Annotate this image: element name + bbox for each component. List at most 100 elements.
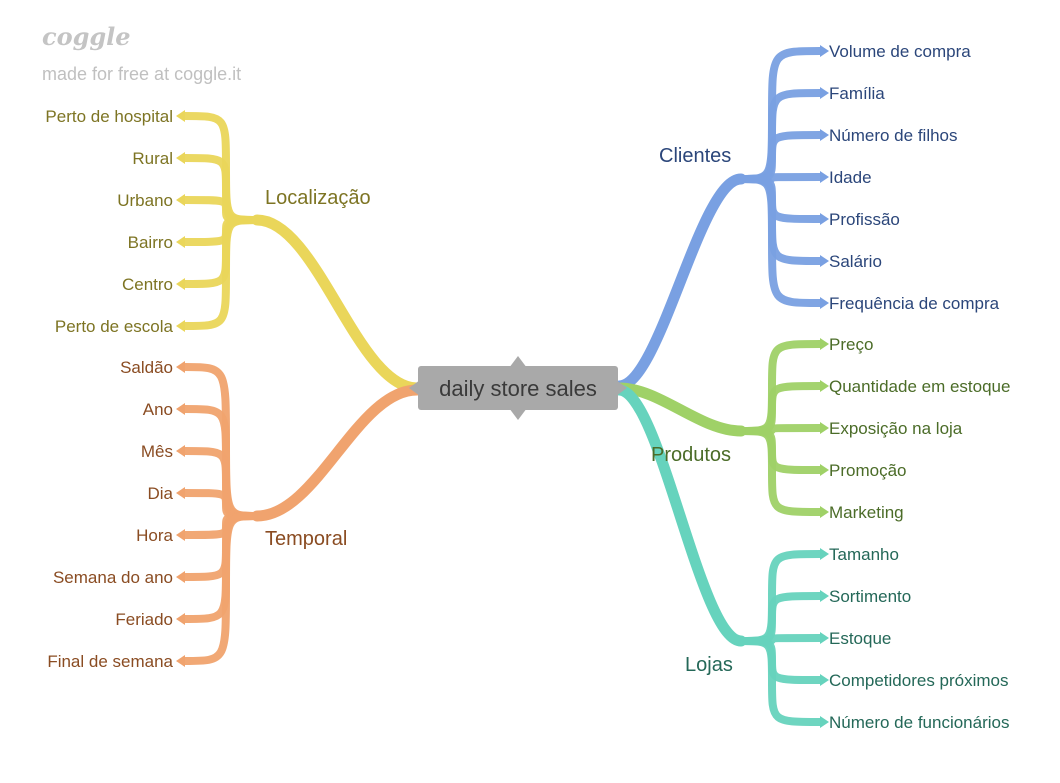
child-label-produtos[interactable]: Marketing — [829, 503, 904, 522]
child-label-temporal[interactable]: Saldão — [120, 358, 173, 377]
child-label-clientes[interactable]: Salário — [829, 252, 882, 271]
child-tip-produtos — [820, 464, 829, 476]
branch-joint-clientes — [736, 174, 746, 184]
child-label-produtos[interactable]: Preço — [829, 335, 873, 354]
child-label-produtos[interactable]: Promoção — [829, 461, 906, 480]
center-node-box[interactable] — [418, 366, 618, 410]
branch-link-lojas — [613, 384, 747, 647]
child-label-produtos[interactable]: Exposição na loja — [829, 419, 963, 438]
child-tip-localizacao — [176, 194, 185, 206]
mindmap-nodes: daily store sales Localização Perto de hos… — [45, 42, 1010, 732]
child-tip-temporal — [176, 571, 185, 583]
child-label-lojas[interactable]: Tamanho — [829, 545, 899, 564]
child-link-clientes — [737, 175, 824, 223]
child-tip-localizacao — [176, 152, 185, 164]
branch-label-temporal[interactable]: Temporal — [265, 528, 347, 550]
child-tip-localizacao — [176, 236, 185, 248]
child-link-localizacao — [181, 154, 261, 224]
child-label-clientes[interactable]: Profissão — [829, 210, 900, 229]
child-link-clientes — [737, 47, 824, 183]
child-label-produtos[interactable]: Quantidade em estoque — [829, 377, 1010, 396]
branch-joint-temporal — [252, 511, 262, 521]
child-label-temporal[interactable]: Feriado — [115, 610, 173, 629]
child-link-localizacao — [181, 216, 261, 330]
child-tip-temporal — [176, 487, 185, 499]
child-tip-temporal — [176, 403, 185, 415]
branch-joint-localizacao — [252, 215, 262, 225]
child-label-localizacao[interactable]: Perto de escola — [55, 317, 174, 336]
child-link-lojas — [737, 637, 824, 684]
child-link-produtos — [737, 427, 824, 516]
branch-joint-lojas — [736, 636, 746, 646]
child-tip-clientes — [820, 171, 829, 183]
center-node[interactable]: daily store sales — [409, 356, 627, 420]
child-tip-produtos — [820, 506, 829, 518]
center-node-top-notch — [509, 356, 527, 368]
child-label-clientes[interactable]: Frequência de compra — [829, 294, 1000, 313]
child-label-localizacao[interactable]: Urbano — [117, 191, 173, 210]
child-tip-localizacao — [176, 320, 185, 332]
child-tip-lojas — [820, 590, 829, 602]
branch-label-localizacao[interactable]: Localização — [265, 187, 371, 209]
child-link-temporal — [181, 512, 261, 581]
child-label-clientes[interactable]: Idade — [829, 168, 872, 187]
child-label-temporal[interactable]: Final de semana — [47, 652, 173, 671]
child-tip-temporal — [176, 361, 185, 373]
child-tip-clientes — [820, 255, 829, 267]
child-label-clientes[interactable]: Família — [829, 84, 885, 103]
child-tip-produtos — [820, 338, 829, 350]
branch-link-localizacao — [251, 214, 423, 394]
branch-link-temporal — [251, 384, 423, 522]
child-label-localizacao[interactable]: Centro — [122, 275, 173, 294]
child-tip-lojas — [820, 632, 829, 644]
child-tip-temporal — [176, 445, 185, 457]
child-link-localizacao — [181, 216, 261, 288]
child-label-temporal[interactable]: Ano — [143, 400, 173, 419]
branch-label-clientes[interactable]: Clientes — [659, 145, 731, 167]
child-label-clientes[interactable]: Volume de compra — [829, 42, 971, 61]
child-tip-produtos — [820, 422, 829, 434]
branch-joint-produtos — [736, 426, 746, 436]
branch-link-clientes — [613, 173, 747, 392]
child-tip-lojas — [820, 674, 829, 686]
center-node-label[interactable]: daily store sales — [439, 376, 597, 401]
child-label-localizacao[interactable]: Bairro — [128, 233, 173, 252]
child-tip-clientes — [820, 45, 829, 57]
center-node-left-notch — [409, 380, 420, 396]
child-label-temporal[interactable]: Dia — [147, 484, 173, 503]
child-link-produtos — [737, 427, 824, 474]
child-label-temporal[interactable]: Mês — [141, 442, 173, 461]
child-tip-temporal — [176, 613, 185, 625]
child-tip-clientes — [820, 297, 829, 309]
coggle-logo[interactable]: coggle — [42, 22, 131, 51]
child-tip-lojas — [820, 716, 829, 728]
child-link-clientes — [737, 131, 824, 183]
child-label-temporal[interactable]: Semana do ano — [53, 568, 173, 587]
child-label-lojas[interactable]: Competidores próximos — [829, 671, 1009, 690]
child-tip-clientes — [820, 129, 829, 141]
child-tip-temporal — [176, 655, 185, 667]
child-label-localizacao[interactable]: Rural — [132, 149, 173, 168]
branch-label-produtos[interactable]: Produtos — [651, 444, 731, 466]
child-label-localizacao[interactable]: Perto de hospital — [45, 107, 173, 126]
child-label-lojas[interactable]: Sortimento — [829, 587, 911, 606]
child-label-temporal[interactable]: Hora — [136, 526, 173, 545]
child-tip-localizacao — [176, 110, 185, 122]
mindmap-links — [176, 45, 829, 728]
child-label-clientes[interactable]: Número de filhos — [829, 126, 958, 145]
child-link-temporal — [181, 447, 261, 520]
tagline[interactable]: made for free at coggle.it — [42, 64, 242, 84]
child-tip-temporal — [176, 529, 185, 541]
center-node-bottom-notch — [509, 408, 527, 420]
branch-label-lojas[interactable]: Lojas — [685, 654, 733, 676]
child-label-lojas[interactable]: Número de funcionários — [829, 713, 1009, 732]
child-tip-localizacao — [176, 278, 185, 290]
child-link-lojas — [737, 637, 824, 726]
child-tip-lojas — [820, 548, 829, 560]
child-tip-produtos — [820, 380, 829, 392]
child-link-temporal — [181, 512, 261, 665]
child-link-clientes — [737, 175, 824, 307]
child-label-lojas[interactable]: Estoque — [829, 629, 891, 648]
child-tip-clientes — [820, 87, 829, 99]
